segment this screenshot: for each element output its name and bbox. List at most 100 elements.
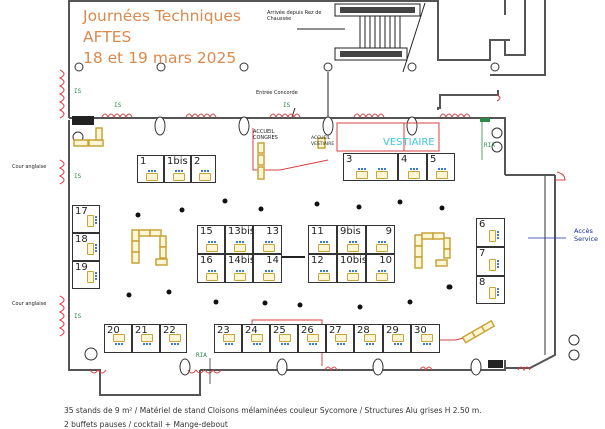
stand-28[interactable]: 28 [354, 324, 383, 353]
chairs-icon [281, 342, 289, 347]
stand-24[interactable]: 24 [242, 324, 270, 353]
stand-16[interactable]: 16 [197, 254, 225, 283]
stand-number: 3 [346, 154, 353, 165]
stand-29[interactable]: 29 [383, 324, 411, 353]
chairs-icon [236, 270, 244, 274]
desk-icon [307, 333, 319, 342]
desk-icon [375, 273, 388, 281]
stand-number: 9 [385, 226, 392, 237]
desk-icon [206, 273, 218, 281]
stand-19[interactable]: 19 [72, 261, 100, 289]
stand-number: 8 [479, 277, 486, 288]
stand-9bis[interactable]: 9bis [337, 225, 366, 254]
stand-20[interactable]: 20 [104, 324, 132, 353]
stand-5[interactable]: 5 [427, 153, 455, 181]
stand-21[interactable]: 21 [132, 324, 160, 353]
stand-number: 2 [194, 156, 201, 167]
title-line-1: Journées Techniques [83, 7, 241, 25]
chairs-icon [200, 170, 209, 174]
vestiaire-label: VESTIAIRE [383, 137, 435, 148]
stand-6[interactable]: 6 [476, 218, 505, 247]
stand-number: 4 [401, 154, 408, 165]
stand-number: 18 [75, 234, 88, 245]
stand-23[interactable]: 23 [214, 324, 242, 353]
stand-3[interactable]: 3 [343, 153, 398, 181]
title-line-2: AFTES [83, 28, 132, 46]
stand-4[interactable]: 4 [398, 153, 427, 181]
chairs-icon [497, 230, 501, 239]
stand-number: 30 [414, 325, 427, 336]
stand-9[interactable]: 9 [366, 225, 395, 254]
cour-anglaise-label-1: Cour anglaise [12, 164, 47, 170]
desk-icon [363, 333, 376, 342]
stand-number: 10bis [340, 255, 368, 266]
chairs-icon [348, 270, 357, 274]
cour-anglaise-label-2: Cour anglaise [12, 301, 47, 307]
desk-icon [335, 333, 347, 342]
chairs-icon [95, 216, 99, 224]
acces-service-label: Accès Service [574, 227, 599, 243]
chairs-icon [174, 170, 183, 174]
chairs-icon [497, 259, 501, 268]
stand-number: 26 [301, 325, 314, 336]
desk-icon [87, 243, 94, 255]
chairs-icon [236, 241, 244, 245]
chairs-icon [208, 241, 216, 245]
desk-icon [489, 287, 496, 299]
stand-27[interactable]: 27 [326, 324, 354, 353]
stand-10[interactable]: 10 [366, 254, 395, 283]
stand-7[interactable]: 7 [476, 247, 505, 276]
stand-1bis[interactable]: 1bis [164, 155, 191, 183]
desk-icon [346, 273, 359, 281]
stand-14bis[interactable]: 14bis [225, 254, 256, 283]
stand-25[interactable]: 25 [270, 324, 298, 353]
stand-26[interactable]: 26 [298, 324, 326, 353]
desk-icon [234, 273, 246, 281]
desk-icon [262, 273, 275, 281]
stand-number: 11 [311, 226, 324, 237]
stand-number: 24 [245, 325, 258, 336]
chairs-icon [95, 272, 99, 280]
stand-number: 9bis [340, 226, 361, 237]
stand-number: 19 [75, 262, 88, 273]
desk-icon [87, 215, 94, 227]
stand-13[interactable]: 13 [253, 225, 282, 254]
desk-icon [141, 333, 153, 342]
stand-number: 14bis [228, 255, 256, 266]
event-title: Journées Techniques AFTES 18 et 19 mars … [83, 6, 241, 69]
footer-note-1: 35 stands de 9 m² / Matériel de stand Cl… [64, 406, 482, 415]
stand-number: 12 [311, 255, 324, 266]
stand-14[interactable]: 14 [253, 254, 282, 283]
stand-8[interactable]: 8 [476, 276, 505, 304]
stand-30[interactable]: 30 [411, 324, 440, 353]
stand-2[interactable]: 2 [191, 155, 216, 183]
stand-number: 10 [379, 255, 392, 266]
stand-number: 6 [479, 219, 486, 230]
title-line-3: 18 et 19 mars 2025 [83, 49, 237, 67]
stand-12[interactable]: 12 [308, 254, 337, 283]
stand-number: 29 [386, 325, 399, 336]
stand-22[interactable]: 22 [160, 324, 187, 353]
desk-icon [172, 173, 185, 181]
desk-icon [262, 244, 275, 252]
chairs-icon [309, 342, 317, 347]
chairs-icon [264, 241, 273, 245]
chairs-icon [208, 270, 216, 274]
chairs-icon [497, 288, 501, 296]
stand-15[interactable]: 15 [197, 225, 225, 254]
chairs-icon [147, 170, 156, 174]
desk-icon [223, 333, 235, 342]
stand-17[interactable]: 17 [72, 205, 100, 233]
stand-18[interactable]: 18 [72, 233, 100, 261]
desk-icon [145, 173, 158, 181]
ria-label-2: RIA [196, 352, 207, 359]
stand-number: 25 [273, 325, 286, 336]
chairs-icon [170, 342, 179, 347]
desk-icon [279, 333, 291, 342]
stand-11[interactable]: 11 [308, 225, 337, 254]
stand-1[interactable]: 1 [137, 155, 164, 183]
desk-icon [206, 244, 218, 252]
stand-10bis[interactable]: 10bis [337, 254, 368, 283]
stand-13bis[interactable]: 13bis [225, 225, 255, 254]
